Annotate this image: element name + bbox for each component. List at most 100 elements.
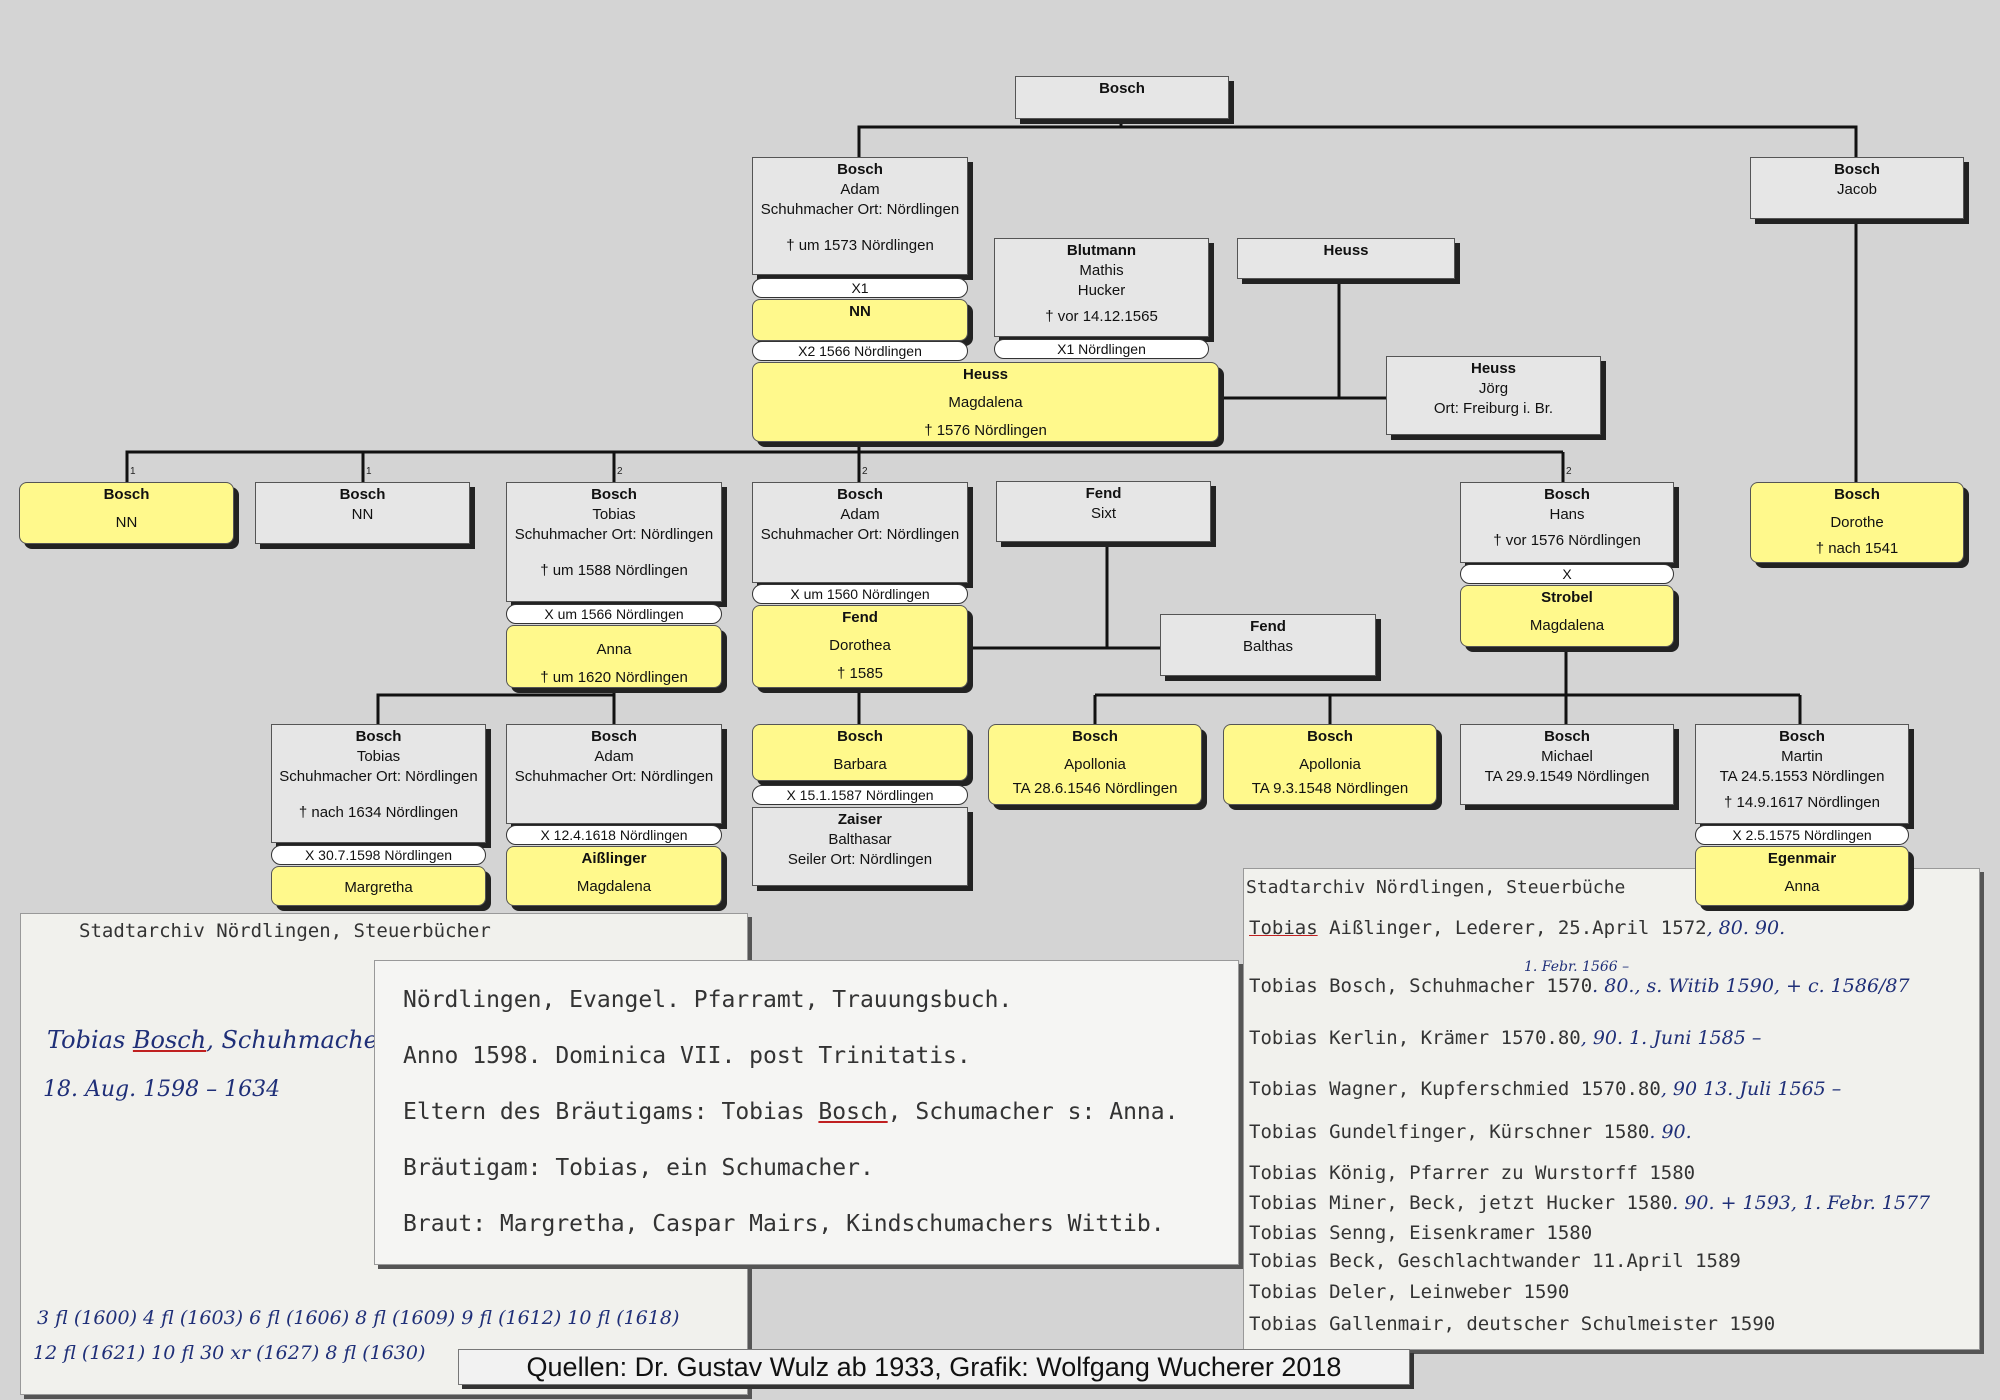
person-surname: Blutmann [1066, 242, 1137, 259]
person-tobias-bosch-senior[interactable]: Bosch Tobias Schuhmacher Ort: Nördlingen… [506, 482, 722, 602]
entry-text: Tobias Senng, Eisenkramer 1580 [1249, 1222, 1593, 1244]
person-martin-bosch[interactable]: Bosch Martin TA 24.5.1553 Nördlingen † 1… [1695, 724, 1909, 824]
person-margretha[interactable]: Margretha [271, 866, 486, 906]
person-given-name: Apollonia [1299, 756, 1361, 773]
generation-mark: 1 [130, 466, 136, 477]
person-barbara-bosch[interactable]: Bosch Barbara [752, 724, 968, 781]
person-given-name: Magdalena [1529, 617, 1605, 634]
person-baptism: TA 24.5.1553 Nördlingen [1719, 768, 1885, 785]
person-heuss-top[interactable]: Heuss [1237, 238, 1455, 279]
person-anna-egenmair[interactable]: Egenmair Anna [1695, 846, 1909, 906]
handwritten-name: Tobias Bosch, Schuhmacher [47, 1026, 389, 1054]
person-death: † um 1620 Nördlingen [540, 669, 688, 686]
handwritten-note: , 90 13. Juli 1565 – [1660, 1078, 1842, 1100]
person-surname: Bosch [1544, 486, 1590, 503]
person-surname: Bosch [1307, 728, 1353, 745]
person-given-name: Balthasar [828, 831, 892, 848]
person-surname: Bosch [837, 486, 883, 503]
person-surname: Bosch [837, 728, 883, 745]
person-surname: Bosch [591, 728, 637, 745]
person-mathis-blutmann[interactable]: Blutmann Mathis Hucker † vor 14.12.1565 [994, 238, 1209, 337]
person-apollonia-1[interactable]: Bosch Apollonia TA 28.6.1546 Nördlingen [988, 724, 1202, 805]
person-given-name: Tobias [592, 506, 636, 523]
marriage-register-card: Nördlingen, Evangel. Pfarramt, Trauungsb… [374, 960, 1239, 1265]
person-bosch-nn-1[interactable]: Bosch NN [19, 482, 234, 544]
generation-mark: 2 [617, 466, 623, 477]
handwritten-note: . 90. [1649, 1121, 1692, 1143]
marriage-label: X2 1566 Nördlingen [752, 341, 968, 361]
entry-text: Tobias Gallenmair, deutscher Schulmeiste… [1249, 1313, 1776, 1335]
person-magdalena-strobel[interactable]: Strobel Magdalena [1460, 585, 1674, 647]
register-entry: Tobias Gallenmair, deutscher Schulmeiste… [1249, 1313, 1775, 1335]
generation-mark: 2 [1566, 466, 1572, 477]
generation-mark: 1 [366, 466, 372, 477]
person-given-name: Mathis [1079, 262, 1124, 279]
person-dorothe-bosch[interactable]: Bosch Dorothe † nach 1541 [1750, 482, 1964, 563]
person-occupation: Schuhmacher Ort: Nördlingen [514, 526, 714, 543]
person-adam-bosch-senior[interactable]: Bosch Adam Schuhmacher Ort: Nördlingen †… [752, 157, 968, 275]
entry-text: Tobias Kerlin, Krämer 1570.80 [1249, 1027, 1581, 1049]
person-surname: Fend [842, 609, 878, 626]
person-magdalena-heuss[interactable]: Heuss Magdalena † 1576 Nördlingen [752, 362, 1219, 442]
person-joerg-heuss[interactable]: Heuss Jörg Ort: Freiburg i. Br. [1386, 356, 1601, 435]
entry-text: Tobias Miner, Beck, jetzt Hucker 1580 [1249, 1192, 1673, 1214]
person-death: † um 1573 Nördlingen [786, 237, 934, 254]
person-surname: Bosch [103, 486, 150, 503]
person-surname: Bosch [1834, 486, 1880, 503]
person-death: † nach 1541 [1815, 540, 1899, 557]
register-line: Nördlingen, Evangel. Pfarramt, Trauungsb… [403, 987, 1013, 1013]
person-given-name: Adam [840, 506, 880, 523]
person-bosch-nn-2[interactable]: Bosch NN [255, 482, 470, 544]
person-anna[interactable]: Anna † um 1620 Nördlingen [506, 625, 722, 688]
spacer [507, 545, 721, 561]
person-occupation: Seiler Ort: Nördlingen [787, 851, 933, 868]
person-surname: Bosch [1834, 161, 1880, 178]
person-tobias-bosch-junior[interactable]: Bosch Tobias Schuhmacher Ort: Nördlingen… [271, 724, 486, 843]
handwritten-taxes-line2: 12 fl (1621) 10 fl 30 xr (1627) 8 fl (16… [33, 1342, 426, 1364]
person-given-name: Dorothea [829, 637, 891, 654]
marriage-label: X1 [752, 278, 968, 298]
person-given-name: Dorothe [1830, 514, 1884, 531]
register-entry: Tobias Miner, Beck, jetzt Hucker 1580. 9… [1249, 1192, 1930, 1214]
person-balthas-fend[interactable]: Fend Balthas [1160, 614, 1376, 676]
person-given-name: Sixt [1090, 505, 1116, 522]
register-entry: Tobias Senng, Eisenkramer 1580 [1249, 1222, 1592, 1244]
person-given-name: Balthas [1242, 638, 1294, 655]
person-sixt-fend[interactable]: Fend Sixt [996, 481, 1211, 542]
person-given-name: Margretha [344, 879, 413, 896]
person-death: † nach 1634 Nördlingen [298, 804, 459, 821]
person-surname: Fend [1250, 618, 1286, 635]
person-surname: Bosch [591, 486, 637, 503]
handwritten-note: , 80. 90. [1706, 917, 1786, 939]
register-line: Anno 1598. Dominica VII. post Trinitatis… [403, 1043, 971, 1069]
person-adam-bosch-junior[interactable]: Bosch Adam Schuhmacher Ort: Nördlingen [752, 482, 968, 583]
person-adam-bosch-3[interactable]: Bosch Adam Schuhmacher Ort: Nördlingen [506, 724, 722, 824]
person-michael-bosch[interactable]: Bosch Michael TA 29.9.1549 Nördlingen [1460, 724, 1674, 805]
person-occupation: Schuhmacher Ort: Nördlingen [760, 201, 960, 218]
person-apollonia-2[interactable]: Bosch Apollonia TA 9.3.1548 Nördlingen [1223, 724, 1437, 805]
person-given-name: Barbara [833, 756, 887, 773]
person-death: † vor 14.12.1565 [1045, 308, 1158, 325]
person-occupation: Schuhmacher Ort: Nördlingen [279, 768, 478, 785]
marriage-label: X [1460, 564, 1674, 584]
person-jacob-bosch[interactable]: Bosch Jacob [1750, 157, 1964, 219]
person-balthasar-zaiser[interactable]: Zaiser Balthasar Seiler Ort: Nördlingen [752, 807, 968, 886]
person-bosch-root[interactable]: Bosch [1015, 76, 1229, 119]
person-nn-wife[interactable]: NN [752, 299, 968, 341]
person-place: Ort: Freiburg i. Br. [1433, 400, 1554, 417]
marriage-label: X 15.1.1587 Nördlingen [752, 785, 968, 805]
person-magdalena-aisslinger[interactable]: Aißlinger Magdalena [506, 846, 722, 906]
person-surname: Bosch [355, 728, 402, 745]
person-given-name: Martin [1781, 748, 1823, 765]
register-entry: Tobias Bosch, Schuhmacher 1570. 80., s. … [1249, 975, 1910, 997]
register-line: Bräutigam: Tobias, ein Schumacher. [403, 1155, 874, 1181]
entry-text: Tobias König, Pfarrer zu Wurstorff 1580 [1249, 1162, 1696, 1184]
person-dorothea-fend[interactable]: Fend Dorothea † 1585 [752, 605, 968, 688]
person-hans-bosch[interactable]: Bosch Hans † vor 1576 Nördlingen [1460, 482, 1674, 563]
handwritten-note-above: 1. Febr. 1566 – [1524, 959, 1630, 975]
person-given-name: Hans [1549, 506, 1585, 523]
register-entry: Tobias Gundelfinger, Kürschner 1580. 90. [1249, 1121, 1692, 1143]
name-prefix: Tobias [47, 1026, 133, 1054]
underlined-name: Tobias [1249, 917, 1318, 939]
handwritten-dates: 18. Aug. 1598 – 1634 [43, 1077, 281, 1102]
